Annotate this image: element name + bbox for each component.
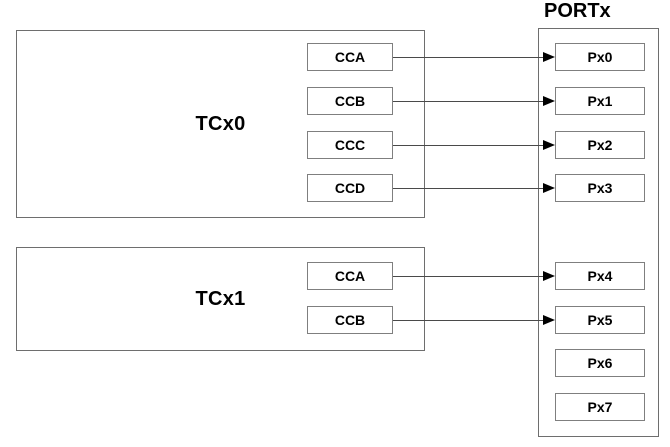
tcx0-ccd-box: CCD [307, 174, 393, 202]
tcx0-cca-box: CCA [307, 43, 393, 71]
pin-px0-box: Px0 [555, 43, 645, 71]
pin-px4-label: Px4 [587, 268, 613, 284]
portx-title: PORTx [544, 0, 611, 22]
arrowhead-icon [543, 271, 555, 281]
arrowhead-icon [543, 315, 555, 325]
connector-tcx1-cca-to-px4 [393, 276, 544, 277]
connector-tcx0-ccb-to-px1 [393, 101, 544, 102]
pin-px2-box: Px2 [555, 131, 645, 159]
tcx1-label: TCx1 [195, 287, 246, 310]
arrowhead-icon [543, 140, 555, 150]
tcx1-cca-box: CCA [307, 262, 393, 290]
connector-tcx0-ccc-to-px2 [393, 145, 544, 146]
pin-px3-box: Px3 [555, 174, 645, 202]
tcx0-label: TCx0 [195, 112, 246, 135]
tcx0-ccc-label: CCC [334, 137, 366, 153]
arrowhead-icon [543, 96, 555, 106]
pin-px7-box: Px7 [555, 393, 645, 421]
tcx0-ccb-box: CCB [307, 87, 393, 115]
pin-px1-box: Px1 [555, 87, 645, 115]
pin-px2-label: Px2 [587, 137, 613, 153]
connector-tcx1-ccb-to-px5 [393, 320, 544, 321]
pin-px4-box: Px4 [555, 262, 645, 290]
arrowhead-icon [543, 52, 555, 62]
connector-tcx0-ccd-to-px3 [393, 188, 544, 189]
pin-px0-label: Px0 [587, 49, 613, 65]
pin-px1-label: Px1 [587, 93, 613, 109]
tcx0-ccb-label: CCB [334, 93, 366, 109]
arrowhead-icon [543, 183, 555, 193]
tcx1-cca-label: CCA [334, 268, 366, 284]
tcx1-ccb-box: CCB [307, 306, 393, 334]
pin-px6-label: Px6 [587, 355, 613, 371]
tcx0-cca-label: CCA [334, 49, 366, 65]
tcx1-ccb-label: CCB [334, 312, 366, 328]
pin-px3-label: Px3 [587, 180, 613, 196]
tcx0-ccd-label: CCD [334, 180, 366, 196]
pin-px5-box: Px5 [555, 306, 645, 334]
pin-px7-label: Px7 [587, 399, 613, 415]
connector-tcx0-cca-to-px0 [393, 57, 544, 58]
pin-px6-box: Px6 [555, 349, 645, 377]
pin-px5-label: Px5 [587, 312, 613, 328]
tcx0-ccc-box: CCC [307, 131, 393, 159]
